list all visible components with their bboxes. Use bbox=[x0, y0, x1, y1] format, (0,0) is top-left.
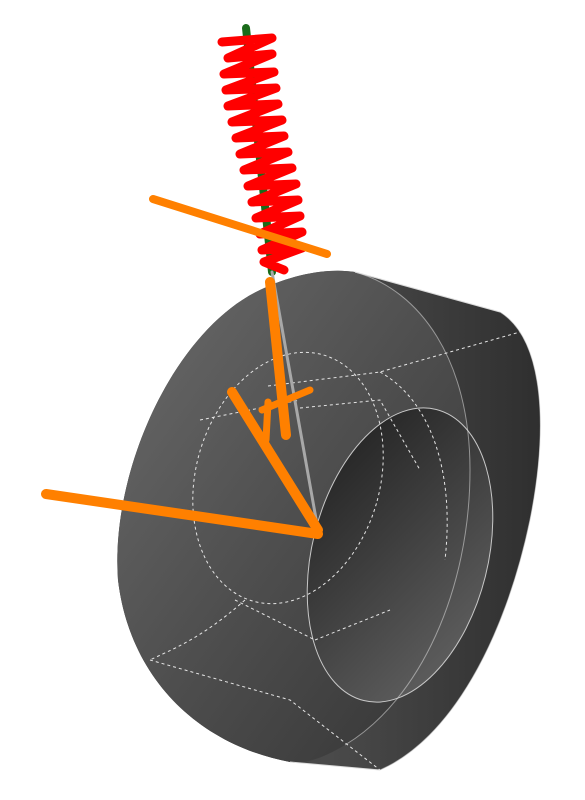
wheel bbox=[117, 270, 541, 771]
steering-link-stub bbox=[262, 398, 272, 444]
suspension-links bbox=[41, 195, 331, 539]
lower-control-arm bbox=[41, 489, 323, 539]
damper-link bbox=[270, 270, 320, 532]
upper-control-arm bbox=[149, 195, 331, 258]
wheel-dashed-edges bbox=[149, 331, 521, 771]
upright-top bbox=[265, 277, 291, 440]
lower-link-front bbox=[227, 387, 323, 535]
wheel-edges bbox=[289, 271, 541, 771]
